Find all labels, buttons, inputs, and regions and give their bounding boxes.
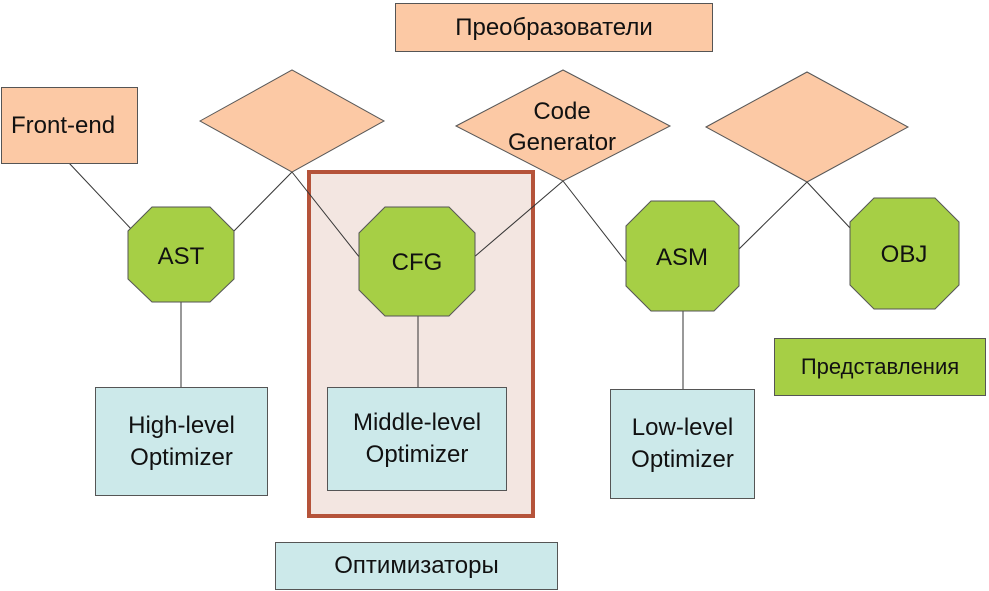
obj-octagon xyxy=(849,197,960,310)
connector-cfg-codegen xyxy=(472,180,564,259)
obj-label: OBJ xyxy=(881,241,928,268)
connector-frontend-ast xyxy=(68,162,134,232)
ast-octagon xyxy=(127,206,235,303)
connector-codegen-asm xyxy=(562,180,627,263)
code-generator-label-line1: Code xyxy=(533,98,590,125)
high-level-optimizer-line1: High-level xyxy=(128,411,235,439)
middle-level-optimizer-box: Middle-level Optimizer xyxy=(327,387,507,491)
optimizers-legend: Оптимизаторы xyxy=(275,542,558,590)
transformer-diamond-1 xyxy=(198,69,386,173)
asm-octagon xyxy=(625,200,740,312)
transformer-diamond-3 xyxy=(704,71,910,183)
low-level-optimizer-box: Low-level Optimizer xyxy=(610,389,755,499)
low-level-optimizer-line1: Low-level xyxy=(631,414,734,442)
code-generator-label-line2: Generator xyxy=(508,129,616,156)
representations-legend-text: Представления xyxy=(800,354,960,380)
front-end-box: Front-end xyxy=(1,87,138,164)
transformer-diamond-code-generator xyxy=(454,69,672,182)
transformers-legend: Преобразователи xyxy=(395,3,713,52)
optimizers-legend-text: Оптимизаторы xyxy=(334,552,499,580)
ast-label: AST xyxy=(158,243,205,270)
high-level-optimizer-line2: Optimizer xyxy=(130,443,233,471)
cfg-label: CFG xyxy=(392,249,443,276)
low-level-optimizer-line2: Optimizer xyxy=(631,446,734,473)
connector-diamond3-obj xyxy=(806,181,852,230)
connector-lines xyxy=(68,162,852,389)
high-level-optimizer-box: High-level Optimizer xyxy=(95,387,268,496)
connector-diamond3-asm xyxy=(736,181,808,252)
front-end-label: Front-end xyxy=(11,111,116,139)
asm-label: ASM xyxy=(656,244,708,271)
middle-level-optimizer-line1: Middle-level xyxy=(352,409,482,437)
cfg-octagon xyxy=(358,206,476,317)
representations-legend: Представления xyxy=(774,338,986,396)
transformers-legend-text: Преобразователи xyxy=(455,13,653,41)
connector-diamond1-ast xyxy=(231,171,293,234)
connector-diamond1-cfg xyxy=(291,171,361,259)
middle-level-optimizer-line2: Optimizer xyxy=(365,441,469,468)
